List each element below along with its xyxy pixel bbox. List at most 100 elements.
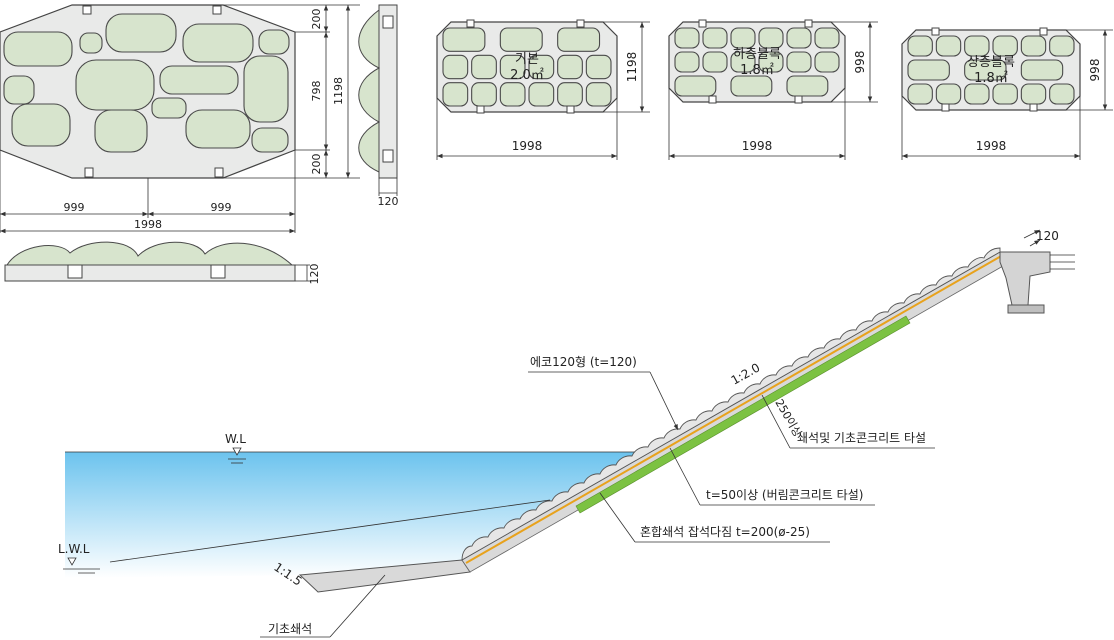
dim-half-left-999: 999 [64, 201, 85, 214]
lug [804, 19, 813, 28]
block-name: 하층블록 [733, 47, 781, 62]
block-area: 2.0㎡ [510, 68, 544, 83]
block-height: 1198 [625, 52, 639, 83]
stone-shape [758, 27, 784, 49]
stone-shape [557, 27, 601, 52]
dim-height-1198: 1198 [332, 77, 345, 105]
stone-shape [935, 35, 962, 57]
water-level-label: W.L [225, 432, 246, 446]
stone-shape [1020, 83, 1047, 105]
stone-shape [471, 82, 497, 107]
dim-side-thickness-120: 120 [378, 195, 399, 208]
dim-section-thickness-120: 120 [308, 264, 321, 285]
stone-shape [702, 51, 728, 73]
stone-shape [907, 83, 933, 105]
lug [708, 95, 717, 104]
block-height: 998 [1088, 59, 1102, 82]
stone-shape [702, 27, 728, 49]
stone-shape [442, 54, 469, 80]
lean-concrete-line [465, 254, 1004, 564]
label-eco-120: 에코120형 (t=120) [530, 355, 637, 369]
label-foundation: 기초쇄석 [268, 622, 312, 636]
stone-shape [786, 75, 829, 97]
eco-block-surface [461, 247, 1001, 561]
lug [1029, 103, 1038, 112]
block-height: 998 [853, 51, 867, 74]
lug [698, 19, 707, 28]
stone-shape [557, 82, 583, 107]
block-area: 1.8㎡ [974, 71, 1008, 86]
stone-shape [964, 35, 990, 57]
label-gravel-concrete: 쇄석및 기초콘크리트 타설 [797, 431, 926, 445]
label-mixed-gravel: 혼합쇄석 잡석다짐 t=200(ø-25) [640, 525, 810, 539]
stone-shape [814, 51, 840, 73]
stone-shape [907, 35, 933, 57]
top-thickness-label: 120 [1036, 229, 1059, 243]
dim-top-200: 200 [310, 9, 323, 30]
stone-shape [528, 54, 555, 80]
stone-shape [499, 27, 543, 52]
block-area: 1.8㎡ [740, 63, 774, 78]
stone-shape [499, 54, 526, 80]
lug [576, 19, 585, 28]
top-cap-structure [999, 251, 1051, 306]
stone-shape [992, 83, 1018, 105]
side-view: 120 [358, 4, 399, 208]
stone-shape [674, 75, 717, 97]
low-water-level-label: L.W.L [58, 542, 90, 556]
dim-bottom-200: 200 [310, 154, 323, 175]
lug [466, 19, 475, 28]
stone-shape [786, 27, 812, 49]
label-lean-concrete: t=50이상 (버림콘크리트 타설) [706, 488, 863, 502]
stone-shape [557, 54, 583, 80]
dim-half-right-999: 999 [211, 201, 232, 214]
block-name: 상층블록 [967, 55, 1015, 70]
stone-shape [585, 54, 612, 80]
stone-shape [674, 51, 700, 73]
stone-shape [471, 54, 497, 80]
block-type-1: 기본2.0㎡ 1198 1998 [436, 19, 650, 160]
section-view: 120 [4, 241, 321, 285]
stone-shape [1049, 35, 1075, 57]
stone-shape [935, 83, 962, 105]
lug [476, 105, 485, 114]
stone-shape [992, 35, 1018, 57]
stone-shape [585, 82, 612, 107]
stone-shape [758, 51, 784, 73]
stone-shape [730, 51, 756, 73]
stone-shape [1049, 83, 1075, 105]
block-width: 1998 [742, 139, 773, 153]
stone-shape [730, 27, 756, 49]
front-elevation-view: 200 798 200 1198 999 999 1998 [0, 4, 360, 234]
stone-shape [964, 83, 990, 105]
stone-shape [1020, 59, 1064, 81]
block-width: 1998 [512, 139, 543, 153]
lug [941, 103, 950, 112]
block-name: 기본 [515, 52, 539, 67]
stone-shape [674, 27, 700, 49]
water-body [65, 452, 640, 578]
concrete-layer-green [575, 315, 911, 514]
stone-shape [528, 82, 555, 107]
lug [566, 105, 575, 114]
stone-shape [442, 82, 469, 107]
slope-cross-section: 120 1:2.0 1:1.5 250이상 에코120형 (t=120) 쇄석및… [58, 229, 1075, 638]
stone-shape [907, 59, 950, 81]
lug [1039, 27, 1048, 36]
dim-width-1998: 1998 [134, 218, 162, 231]
stone-shape [964, 59, 1007, 81]
stone-shape [1020, 35, 1047, 57]
block-width: 1998 [976, 139, 1007, 153]
stone-shape [442, 27, 486, 52]
gravel-layer [461, 251, 1011, 573]
lug [931, 27, 940, 36]
stone-shape [499, 82, 526, 107]
stone-shape [814, 27, 840, 49]
stone-shape [730, 75, 773, 97]
lug [794, 95, 803, 104]
dim-middle-798: 798 [310, 81, 323, 102]
stone-shape [786, 51, 812, 73]
